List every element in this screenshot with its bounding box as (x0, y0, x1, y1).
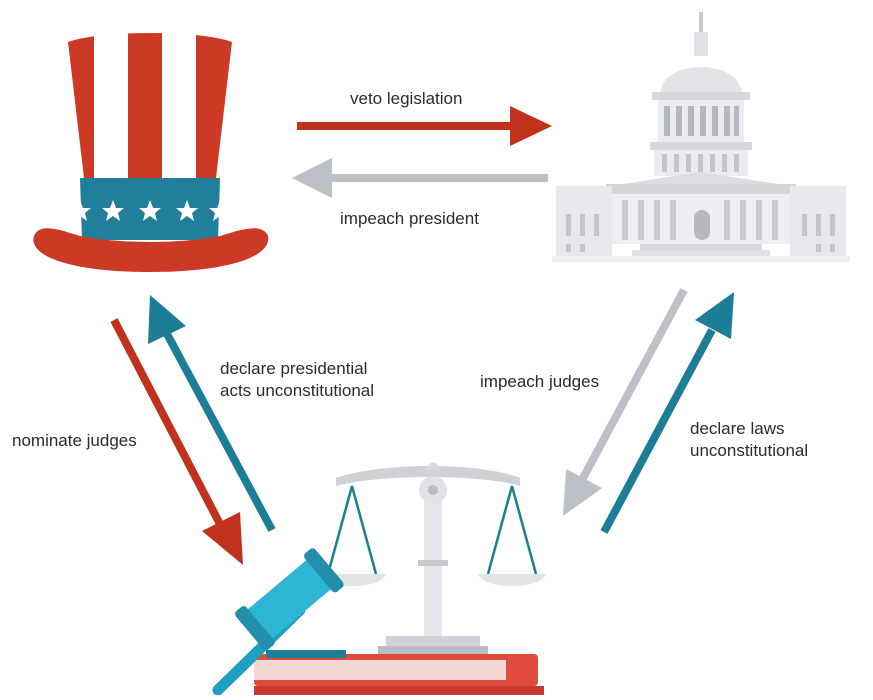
declare-presidential-label: declare presidential acts unconstitution… (220, 359, 375, 400)
declare-laws-label: declare laws unconstitutional (690, 419, 809, 460)
impeach-judges-label: impeach judges (480, 372, 600, 391)
impeach-president-label: impeach president (340, 209, 479, 228)
uncle-sam-hat-icon (33, 33, 269, 272)
capitol-building-icon (552, 12, 850, 262)
veto-legislation-label: veto legislation (350, 89, 463, 108)
declare-laws-arrow (600, 292, 734, 534)
declare-presidential-arrow (148, 295, 276, 532)
nominate-judges-label: nominate judges (12, 431, 137, 450)
gavel-icon (212, 548, 344, 696)
law-book-icon (254, 650, 544, 695)
veto-arrow (297, 106, 552, 146)
nominate-judges-arrow (110, 318, 243, 565)
impeach-judges-arrow (563, 288, 688, 516)
impeach-president-arrow (292, 158, 548, 198)
scales-of-justice-icon (318, 462, 546, 654)
